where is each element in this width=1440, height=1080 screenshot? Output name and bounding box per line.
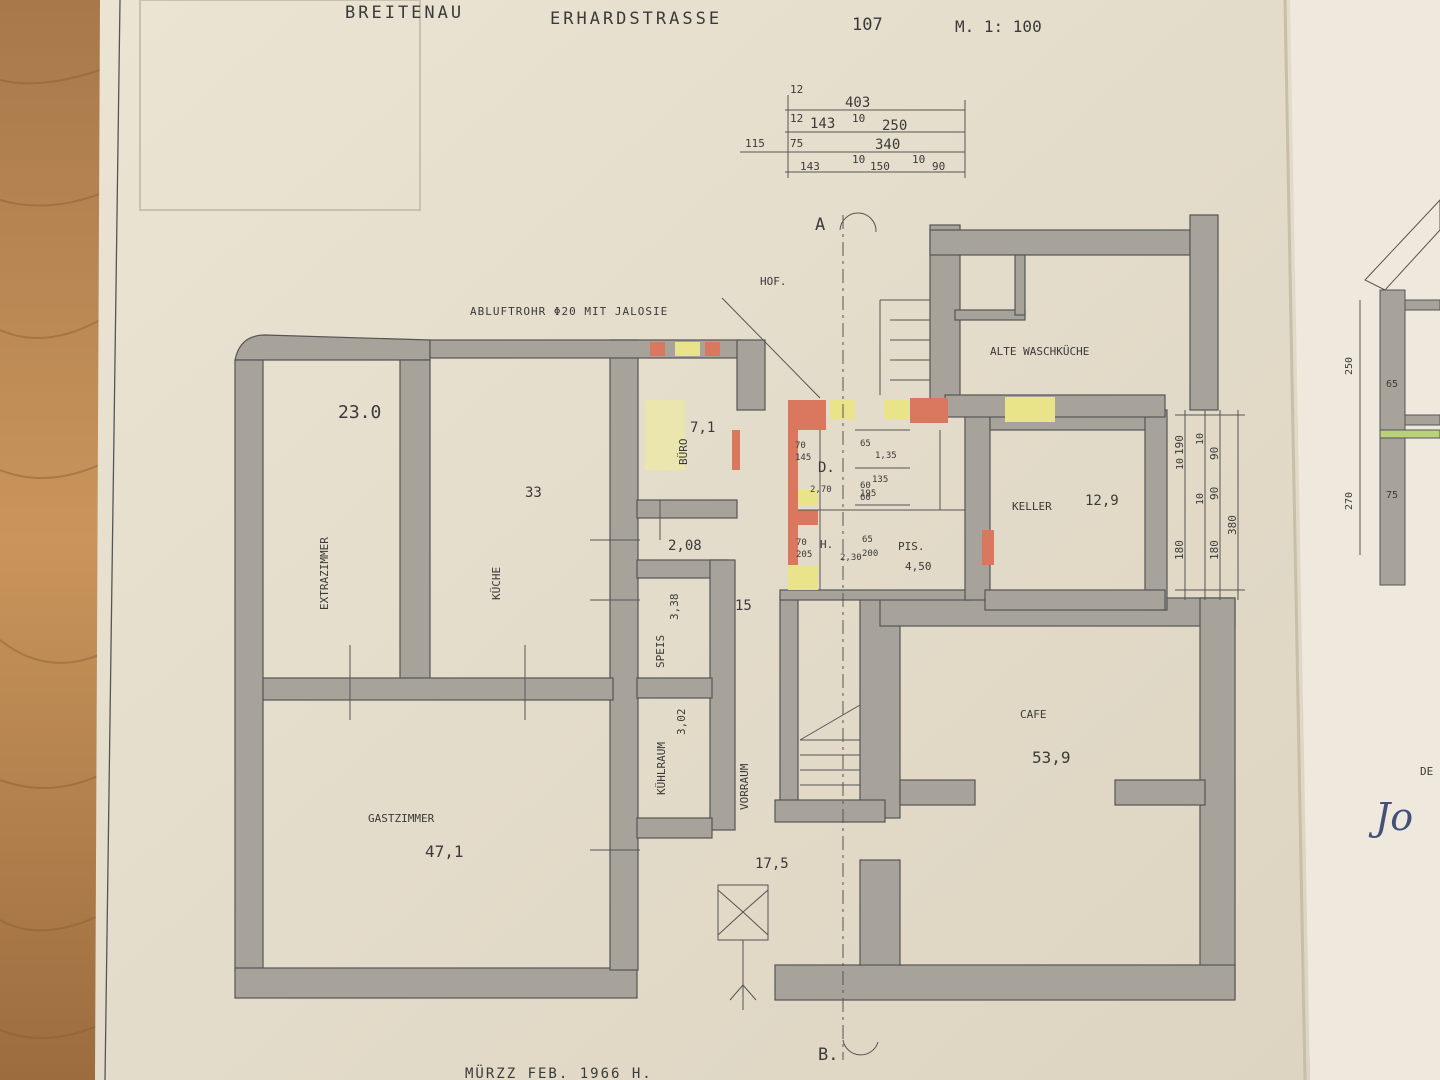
dim-row2-d: 250 [882,118,907,134]
room-area-extrazimmer: 23.0 [338,402,381,423]
dim-row4-c: 150 [870,160,890,173]
room-area-vorraum: 15 [735,598,752,614]
wc-dim-8: 195 [860,489,876,499]
rdim-0: 10 [1175,458,1186,470]
room-name-buero: BÜRO [677,439,690,466]
hof-label: HOF. [760,275,787,288]
pis-value: 4,50 [905,560,932,573]
room-name-extrazimmer: EXTRAZIMMER [318,537,331,610]
wc-dim-11: 2,30 [840,553,862,563]
rdim-7: 180 [1208,540,1221,560]
wc-dim-1: 145 [795,453,811,463]
section-a-label: A [815,215,825,235]
wc-dim-5: 60 [860,481,871,491]
title-number: 107 [852,15,883,35]
dim-row1-a: 12 [790,83,803,96]
room-area-buero: 7,1 [690,420,715,436]
section-dim-75: 75 [1386,490,1398,501]
title-scale: M. 1: 100 [955,17,1042,36]
room-name-kueche: KÜCHE [490,567,503,600]
paper-sheet [95,0,1310,1080]
corridor-area: 2,08 [668,538,702,554]
room-name-cafe: CAFE [1020,708,1047,721]
wc-dim-3: 65 [860,439,871,449]
wc-dim-7: 60 [860,493,871,503]
entrance-area: 17,5 [755,856,789,872]
wc-dim-10: 205 [796,550,812,560]
rdim-3: 90 [1208,447,1221,460]
signature-fragment: Jo [1368,795,1413,839]
dim-row3-b: 75 [790,137,803,150]
wc-d-label: D. [818,460,835,476]
rdim-6: 180 [1173,540,1186,560]
room-name-kuehlraum: KÜHLRAUM [655,742,668,795]
wc-dim-0: 70 [795,441,806,451]
dim-row2-b: 143 [810,116,835,132]
wc-dim-4: 1,35 [875,451,897,461]
section-b-label: B. [818,1045,838,1065]
room-name-keller: KELLER [1012,500,1052,513]
rdim-5: 90 [1208,487,1221,500]
title-place: BREITENAU [345,3,464,23]
rdim-1: 190 [1173,435,1186,455]
dim-row3-a: 115 [745,137,765,150]
dim-row4-a: 143 [800,160,820,173]
dim-row4-e: 90 [932,160,945,173]
dim-row4-d: 10 [912,153,925,166]
pis-label: PIS. [898,540,925,553]
room-name-gastzimmer: GASTZIMMER [368,812,435,825]
margin-fragment: DE [1420,765,1433,778]
room-area-kuehlraum: 3,02 [675,709,688,736]
exhaust-label: ABLUFTROHR Φ20 MIT JALOSIE [470,305,668,318]
margin-line [104,0,121,1080]
plan-lines [349,95,1245,1060]
rdim-4: 10 [1195,493,1206,505]
room-area-cafe: 53,9 [1032,748,1071,767]
dim-row2-c: 10 [852,112,865,125]
room-name-speis: SPEIS [654,635,667,668]
wc-dim-2: 2,70 [810,485,832,495]
wc-dim-12: 65 [862,535,873,545]
room-name-waschkueche: ALTE WASCHKÜCHE [990,345,1089,358]
title-street: ERHARDSTRASSE [550,9,722,29]
dim-row3-c: 340 [875,137,900,153]
colored-wall-fills [645,342,1055,590]
room-area-keller: 12,9 [1085,493,1119,509]
footer-note: MÜRZZ FEB. 1966 H. [465,1064,653,1080]
room-name-vorraum: VORRAUM [738,763,751,810]
wc-dim-13: 200 [862,549,878,559]
section-drawing [1359,199,1440,586]
section-dim-65: 65 [1386,379,1398,390]
rdim-2: 10 [1195,433,1206,445]
dim-row1-b: 403 [845,95,870,111]
paper-fold [1283,0,1307,1080]
dim-row2-a: 12 [790,112,803,125]
stamp-box [139,0,421,211]
dim-row4-b: 10 [852,153,865,166]
wc-dim-9: 70 [796,538,807,548]
section-dim-270: 270 [1344,492,1355,510]
second-sheet [1290,0,1440,1080]
room-area-gastzimmer: 47,1 [425,842,464,861]
wc-h-label: H. [820,538,833,551]
room-area-speis: 3,38 [668,594,681,621]
rdim-8: 380 [1226,515,1239,535]
room-area-kueche: 33 [525,485,542,501]
section-dim-250: 250 [1344,357,1355,375]
wc-dim-6: 135 [872,475,888,485]
